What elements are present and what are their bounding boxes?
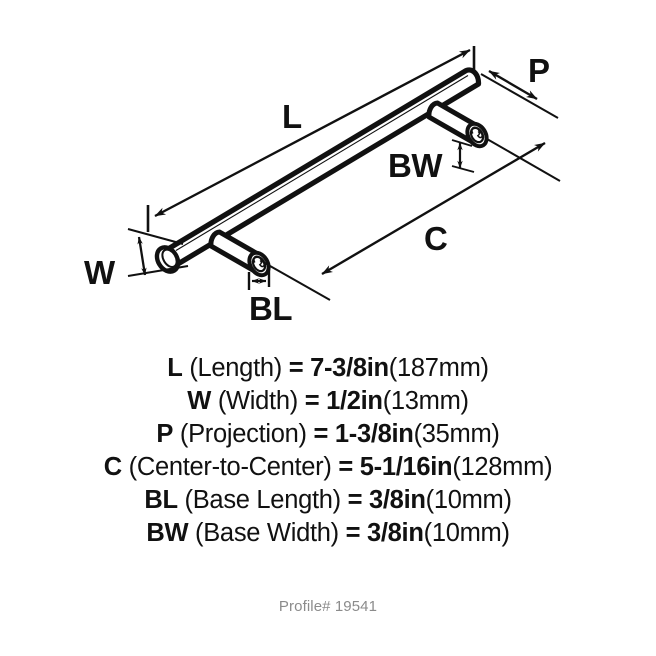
- spec-code-center-to-center: C: [103, 453, 122, 481]
- spec-name-projection: (Projection): [179, 420, 307, 448]
- spec-row-center-to-center: C (Center-to-Center) = 5-1/16in(128mm): [0, 451, 656, 484]
- left-post: [208, 229, 271, 278]
- spec-code-projection: P: [156, 420, 174, 448]
- width-extension-bottom: [127, 265, 189, 277]
- spec-imperial-width: 1/2in: [326, 387, 383, 415]
- base-width-extension-top: [451, 139, 473, 147]
- dimension-label-center-to-center: C: [424, 220, 447, 257]
- spec-metric-width: (13mm): [382, 387, 469, 415]
- dimension-label-projection: P: [528, 52, 550, 89]
- spec-code-width: W: [187, 387, 212, 415]
- spec-metric-base-length: (10mm): [425, 486, 512, 514]
- center-extension-left: [262, 261, 331, 301]
- spec-equals-width: =: [304, 387, 320, 415]
- spec-name-base-length: (Base Length): [184, 486, 342, 514]
- spec-imperial-base-width: 3/8in: [367, 519, 424, 547]
- base-width-extension-bottom: [451, 165, 475, 173]
- spec-imperial-base-length: 3/8in: [369, 486, 426, 514]
- spec-code-length: L: [167, 354, 183, 382]
- dimension-length: L: [146, 46, 476, 232]
- center-dimension-line: [321, 141, 546, 276]
- diagram-svg: L P C: [84, 46, 561, 327]
- spec-row-length: L (Length) = 7-3/8in(187mm): [0, 352, 656, 385]
- projection-dimension-line: [488, 69, 538, 101]
- dimension-center-to-center: C: [262, 141, 546, 301]
- spec-equals-length: =: [288, 354, 304, 382]
- width-extension-top: [127, 228, 184, 245]
- spec-metric-base-width: (10mm): [423, 519, 510, 547]
- dimension-label-length: L: [282, 98, 302, 135]
- dimension-projection: P: [480, 52, 561, 182]
- dimension-label-width: W: [84, 254, 116, 291]
- spec-imperial-length: 7-3/8in: [310, 354, 389, 382]
- length-dimension-line: [154, 48, 471, 218]
- projection-extension-bottom: [486, 138, 561, 182]
- dimension-base-width: BW: [388, 139, 475, 184]
- dimension-base-length: BL: [247, 265, 293, 327]
- spec-metric-center-to-center: (128mm): [452, 453, 553, 481]
- spec-metric-length: (187mm): [388, 354, 489, 382]
- spec-equals-base-length: =: [347, 486, 363, 514]
- dimension-width: W: [84, 228, 189, 291]
- right-post-screw-spiral: [471, 126, 483, 139]
- spec-row-projection: P (Projection) = 1-3/8in(35mm): [0, 418, 656, 451]
- product-dimension-diagram: L P C: [84, 46, 561, 327]
- spec-row-base-width: BW (Base Width) = 3/8in(10mm): [0, 517, 656, 550]
- spec-row-width: W (Width) = 1/2in(13mm): [0, 385, 656, 418]
- bar-left-endcap-inner: [161, 248, 178, 268]
- spec-row-base-length: BL (Base Length) = 3/8in(10mm): [0, 484, 656, 517]
- spec-equals-center-to-center: =: [338, 453, 353, 481]
- spec-equals-projection: =: [313, 420, 329, 448]
- spec-code-base-length: BL: [144, 486, 178, 514]
- spec-name-base-width: (Base Width): [195, 519, 339, 547]
- dimension-label-base-length: BL: [249, 290, 292, 327]
- spec-imperial-center-to-center: 5-1/16in: [359, 453, 453, 481]
- spec-equals-base-width: =: [345, 519, 361, 547]
- width-dimension-line: [137, 236, 147, 276]
- spec-name-center-to-center: (Center-to-Center): [128, 453, 332, 481]
- spec-name-width: (Width): [217, 387, 298, 415]
- spec-imperial-projection: 1-3/8in: [334, 420, 414, 448]
- spec-name-length: (Length): [189, 354, 282, 382]
- spec-code-base-width: BW: [146, 519, 189, 547]
- specification-list: L (Length) = 7-3/8in(187mm) W (Width) = …: [0, 352, 656, 550]
- spec-metric-projection: (35mm): [413, 420, 500, 448]
- profile-number: Profile# 19541: [278, 598, 378, 615]
- dimension-label-base-width: BW: [388, 147, 443, 184]
